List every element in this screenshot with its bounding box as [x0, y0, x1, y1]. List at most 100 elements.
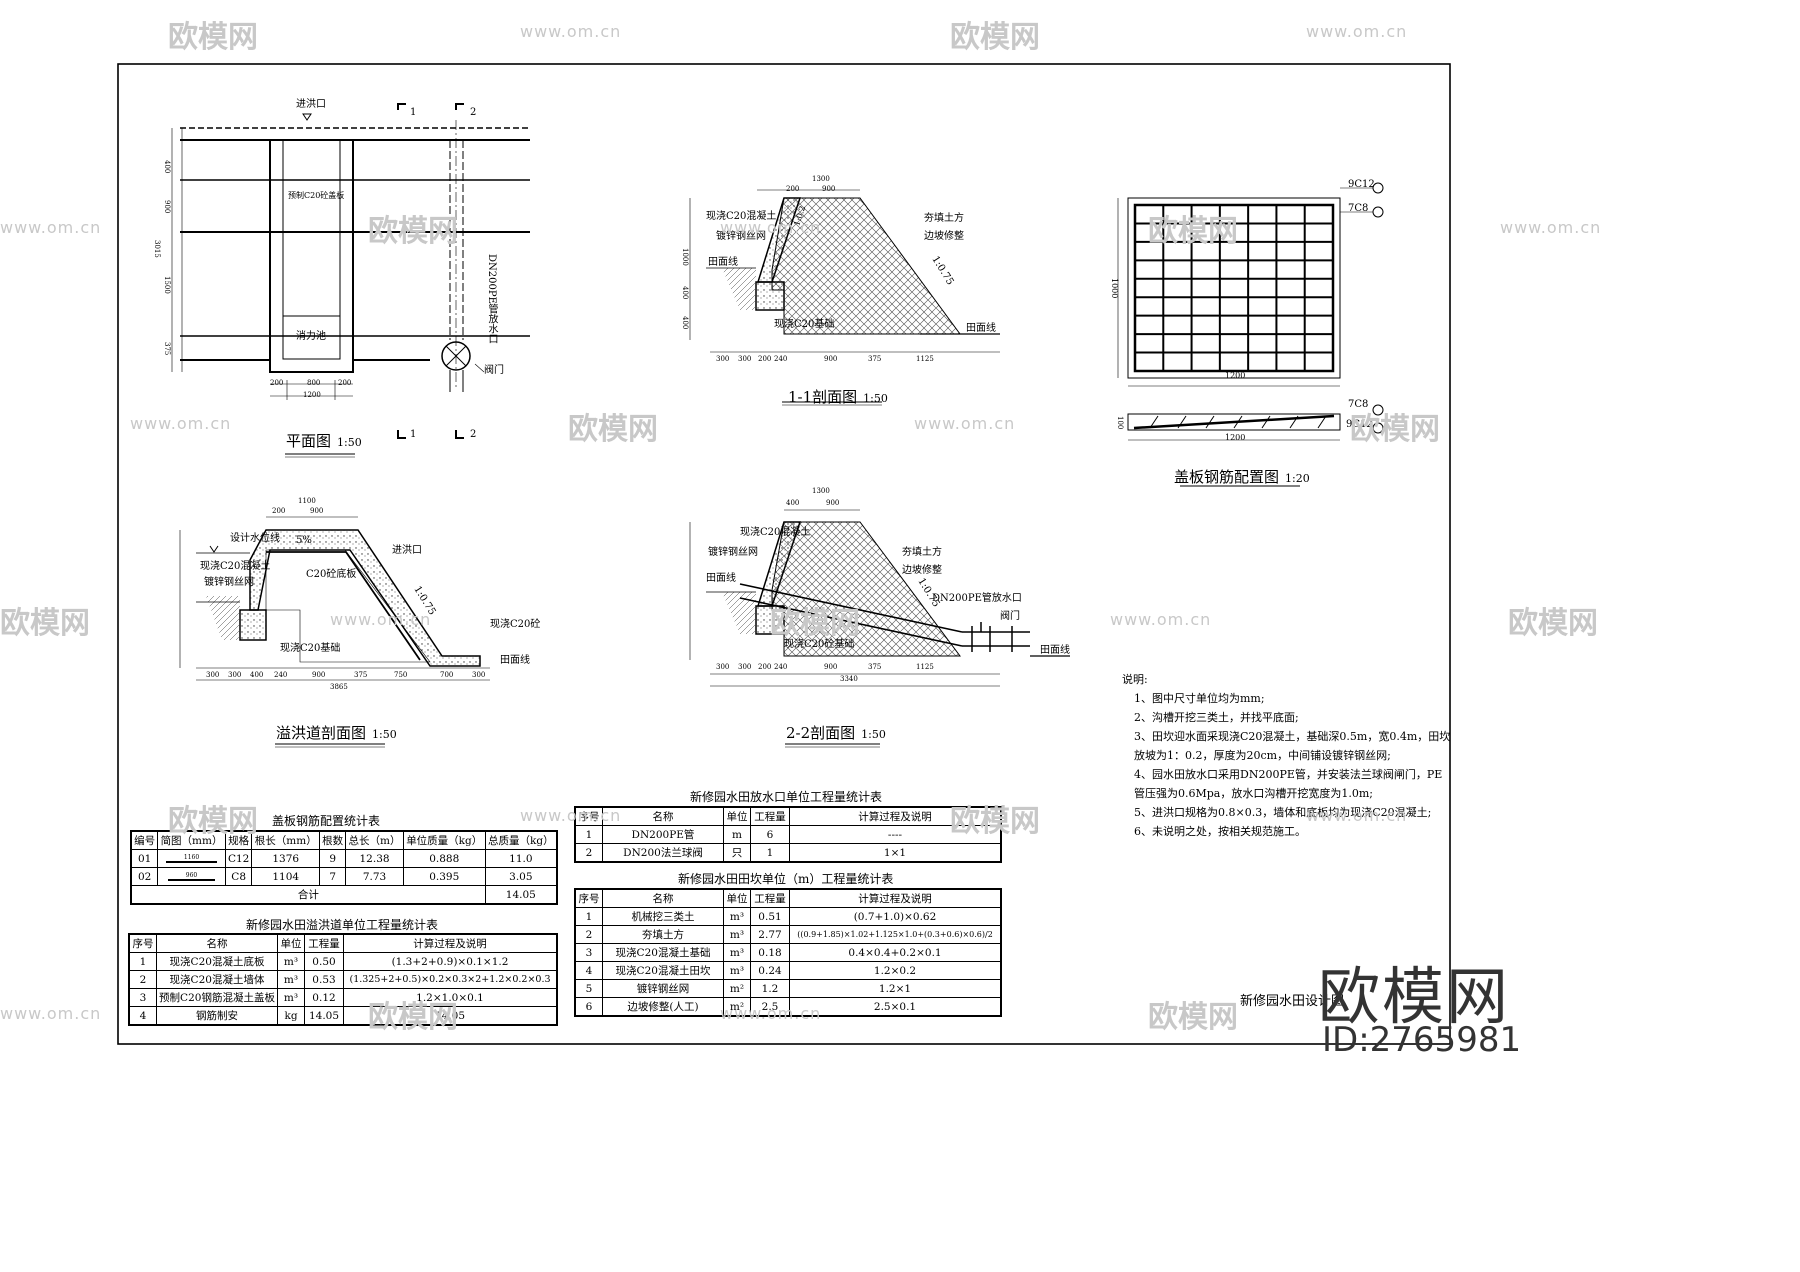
rebar-tick [1149, 415, 1159, 429]
table-cell: 1 [574, 907, 603, 926]
table-cell: m³ [277, 970, 305, 989]
table-cell: m² [723, 979, 751, 998]
s22-dim-top: 400 [786, 499, 800, 507]
watermark-url: www.om.cn [330, 610, 432, 629]
note-line: 2、沟槽开挖三类土，并找平底面; [1134, 711, 1299, 724]
s11-dim-bottom: 200 [758, 355, 772, 363]
plan-section-1-bottom: 1 [410, 429, 417, 440]
s22-dim-bottom: 240 [774, 663, 788, 671]
model-id: ID:2765981 [1322, 1020, 1522, 1060]
rebar-height-dim: 1000 [1110, 278, 1119, 299]
column-header: 根长（mm） [251, 830, 321, 850]
rebar-tick [1177, 415, 1187, 429]
table-cell: 14.05 [304, 1006, 344, 1026]
note-line: 3、田坎迎水面采现浇C20混凝土，基础深0.5m，宽0.4m，田坎 [1134, 730, 1451, 743]
spill-dim-top: 1100 [298, 497, 316, 505]
table-cell: 钢筋制安 [156, 1006, 278, 1026]
section-1-1 [689, 189, 1000, 406]
table-cell: 机械挖三类土 [602, 907, 724, 926]
table-cell: 3 [128, 988, 157, 1007]
table-cell: 0.4×0.4+0.2×0.1 [789, 943, 1002, 962]
s11-dim-bottom: 900 [824, 355, 838, 363]
s11-dim-top: 200 [786, 185, 800, 193]
table-cell: (1.3+2+0.9)×0.1×1.2 [343, 952, 558, 971]
rebar-table-title: 盖板钢筋配置统计表 [272, 814, 381, 828]
watermark-brand: 欧模网 [950, 804, 1040, 839]
watermark-brand: 欧模网 [1350, 412, 1440, 447]
table-cell: 夯填土方 [602, 925, 724, 944]
notes: 说明: 1、图中尺寸单位均为mm; 2、沟槽开挖三类土，并找平底面; 3、田坎迎… [1122, 670, 1451, 841]
spill-concrete-label: 现浇C20混凝土 [200, 561, 271, 572]
notes-title: 说明: [1122, 673, 1148, 686]
s22-mesh-label: 镀锌钢丝网 [708, 547, 758, 558]
table-cell: (1.325+2+0.5)×0.2×0.3×2+1.2×0.2×0.3 [343, 970, 558, 989]
s11-dim-bottom: 300 [716, 355, 730, 363]
rebar-tick [1289, 415, 1299, 429]
s22-dim-top: 900 [826, 499, 840, 507]
spill-dim-bottom: 240 [274, 671, 288, 679]
table-cell: 0.24 [750, 961, 790, 980]
table-header-row: 序号名称单位工程量计算过程及说明 [574, 806, 1002, 826]
table-cell: 1 [750, 843, 790, 863]
rebar-slab-view [1117, 182, 1384, 487]
table-cell: DN200PE管 [602, 825, 724, 844]
table-cell: 0.18 [750, 943, 790, 962]
plan-dim-bottom: 800 [307, 379, 321, 387]
rebar-sketch: 960 [157, 867, 226, 886]
s11-dim-left: 400 [681, 286, 689, 300]
table-cell: 0.51 [750, 907, 790, 926]
watermark-url: www.om.cn [914, 414, 1016, 433]
note-line: 6、未说明之处，按相关规范施工。 [1134, 825, 1306, 838]
table-cell: DN200法兰球阀 [602, 843, 724, 863]
spillway-section [179, 516, 490, 748]
column-header: 工程量 [750, 888, 790, 908]
s22-pipe-label: DN200PE管放水口 [932, 593, 1022, 604]
table-cell: 2.5 [750, 997, 790, 1017]
plan-pipe-label: DN200PE管放水口 [486, 254, 497, 344]
note-line: 1、图中尺寸单位均为mm; [1134, 692, 1265, 705]
table-cell: m³ [723, 907, 751, 926]
table-cell: m³ [277, 952, 305, 971]
rebar-sketch: 1160 [157, 849, 226, 868]
table-row: 01 1160 C12 1376 9 12.38 0.888 11.0 [130, 849, 558, 868]
watermark-url: www.om.cn [1306, 22, 1408, 41]
table-cell: 4 [128, 1006, 157, 1026]
table-cell: m³ [277, 988, 305, 1007]
table-cell: 0.53 [304, 970, 344, 989]
watermark-brand: 欧模网 [1148, 1000, 1238, 1035]
spill-bottom-label: C20砼底板 [306, 569, 357, 580]
spill-inlet-label: 进洪口 [392, 545, 422, 556]
watermark-url: www.om.cn [720, 218, 822, 237]
watermark-url: www.om.cn [720, 1004, 822, 1023]
spill-dim-bottom: 375 [354, 671, 368, 679]
plan-view [171, 103, 530, 458]
table-cell: 5 [574, 979, 603, 998]
watermark-brand: 欧模网 [368, 214, 458, 249]
s22-field-label: 田面线 [706, 573, 736, 584]
table-cell: 2.77 [750, 925, 790, 944]
ridge-table-title: 新修园水田田坎单位（m）工程量统计表 [678, 872, 894, 886]
spill-dim-total: 3865 [330, 683, 348, 691]
table-cell: 1 [128, 952, 157, 971]
watermark-brand: 欧模网 [1148, 214, 1238, 249]
rebar-thickness-dim: 100 [1116, 416, 1124, 430]
column-header: 计算过程及说明 [789, 888, 1002, 908]
watermark-brand: 欧模网 [168, 804, 258, 839]
s11-field-label: 田面线 [708, 257, 738, 268]
s11-dim-bottom: 240 [774, 355, 788, 363]
s11-fill-label: 夯填土方 [924, 213, 964, 224]
rebar-r1-label: 9C12 [1348, 179, 1375, 190]
s22-valve-label: 阀门 [1000, 611, 1020, 622]
column-header: 名称 [602, 888, 724, 908]
table-cell: ((0.9+1.85)×1.02+1.125×1.0+(0.3+0.6)×0.6… [789, 925, 1002, 944]
column-header: 单位 [723, 888, 751, 908]
plan-inlet-label: 进洪口 [296, 99, 326, 110]
column-header: 计算过程及说明 [343, 933, 558, 953]
